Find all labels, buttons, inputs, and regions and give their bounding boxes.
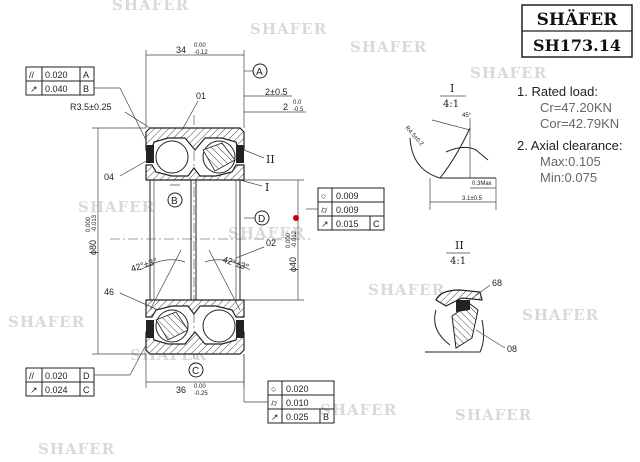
datum-d: D [258,214,265,225]
chamfer-1-dim: 2±0.5 [265,87,287,97]
tol-symbol: ↗ [321,219,329,229]
watermark: SHAFER [368,281,445,299]
rated-load-cor: Cor=42.79KN [540,116,619,131]
detail-ii-label: II [455,239,464,252]
detail-ii-scale: 4:1 [450,256,466,267]
detail-ii: II 4:1 68 08 [425,239,517,354]
rated-load-cr: Cr=47.20KN [540,100,612,115]
watermark-layer: SHAFER SHAFER SHAFER SHAFER SHAFER SHAFE… [8,0,599,458]
callout-04: 04 [104,172,114,182]
datum-c: C [192,366,199,377]
width-bottom-tol-up: 0.00 [194,384,206,390]
watermark: SHAFER [228,224,305,242]
datum-markers: A B C D [167,63,299,378]
tol-value: 0.040 [45,84,68,94]
watermark: SHAFER [78,198,155,216]
tolerance-frame-bottom: ○ 0.020 ⌭ 0.010 ↗ 0.025 B [243,354,335,424]
tol-symbol: ⌭ [321,205,328,215]
tol-value: 0.020 [286,384,309,394]
detail-i-scale: 4:1 [443,99,459,110]
tol-value: 0.025 [286,412,309,422]
tol-datum: C [83,385,90,395]
section-mark-ii: II [266,153,275,166]
detail-i-radius: R4.5±0.2 [404,125,425,148]
tol-datum: A [83,70,89,80]
outer-dia-dim: ϕ80 [88,240,98,255]
inner-dia-dim: ϕ40 [288,257,298,272]
tol-symbol: ↗ [271,412,279,422]
tolerance-frame-right: ○ 0.009 ⌭ 0.009 ↗ 0.015 C [306,187,385,231]
tol-symbol: // [29,70,35,80]
radius-dim: R3.5±0.25 [70,102,111,112]
chamfer-2-tol-up: 0.0 [293,100,302,106]
watermark: SHAFER [470,64,547,82]
tol-value: 0.020 [45,70,68,80]
tolerance-frame-bottom-left: // 0.020 D ↗ 0.024 C [25,344,147,397]
detail-i-max: 0.3Max [472,181,492,187]
brand-name: SHÄFER [537,9,619,30]
datum-a: A [256,67,263,78]
outer-dia-tol-up: 0.000 [86,216,92,232]
tol-value: 0.009 [336,191,359,201]
watermark: SHAFER [38,440,115,458]
width-bottom-dim: 36 [176,385,186,395]
watermark: SHAFER [455,406,532,424]
outer-dia-tol-lo: -0.013 [92,214,98,232]
detail-i-label: I [450,82,454,95]
tol-datum: B [323,412,329,422]
detail-i-width: 3.1±0.5 [462,196,483,202]
chamfer-2-dim: 2 [283,102,288,112]
tol-symbol: ○ [321,191,326,201]
width-top-tol-up: 0.00 [194,43,206,49]
watermark: SHAFER [8,313,85,331]
tol-value: 0.024 [45,385,68,395]
bearing-section [110,115,310,365]
callout-68: 68 [492,278,502,288]
tol-value: 0.010 [286,398,309,408]
tol-datum: D [83,371,90,381]
callout-46: 46 [104,287,114,297]
axial-clearance-min: Min:0.075 [540,170,597,185]
tol-symbol: // [29,371,35,381]
watermark: SHAFER [250,20,327,38]
tol-value: 0.009 [336,205,359,215]
tolerance-frame-top-left: // 0.020 A ↗ 0.040 B [25,66,147,141]
width-top-dim: 34 [176,45,186,55]
datum-b: B [171,196,178,207]
axial-clearance-max: Max:0.105 [540,154,601,169]
inner-dia-tol-lo: -0.012 [292,230,298,248]
spec-list: 1. Rated load: Cr=47.20KN Cor=42.79KN 2.… [517,84,623,185]
detail-i: I 4:1 R4.5±0.2 45° 0.3Max 3.1±0.5 [404,82,497,210]
watermark: SHAFER [320,401,397,419]
section-mark-i: I [265,181,269,194]
width-bottom-tol-lo: -0.25 [194,391,208,397]
watermark: SHAFER [522,306,599,324]
angle-left-dim: 42°±3° [130,256,159,274]
chamfer-2-tol-lo: -0.5 [293,107,304,113]
tol-value: 0.015 [336,219,359,229]
tol-value: 0.020 [45,371,68,381]
width-top-tol-lo: -0.12 [194,50,208,56]
watermark: SHAFER [350,38,427,56]
main-dimensions: 34 0.00 -0.12 36 0.00 -0.25 ϕ80 0.000 -0… [70,43,306,397]
tol-datum: B [83,84,89,94]
rated-load-label: 1. Rated load: [517,84,598,99]
inner-dia-tol-up: 0.000 [286,232,292,248]
detail-i-angle: 45° [462,113,472,119]
tol-datum: C [373,219,380,229]
axial-clearance-label: 2. Axial clearance: [517,138,623,153]
part-number: SH173.14 [533,36,621,55]
title-block: SHÄFER SH173.14 [521,4,633,58]
part-callouts: 01 04 02 46 [104,91,276,311]
tol-symbol: ⌭ [271,398,278,408]
tol-symbol: ○ [271,384,276,394]
callout-01: 01 [196,91,206,101]
tol-symbol: ↗ [30,84,38,94]
watermark: SHAFER [112,0,189,14]
callout-08: 08 [507,344,517,354]
tol-symbol: ↗ [30,385,38,395]
callout-02: 02 [266,238,276,248]
